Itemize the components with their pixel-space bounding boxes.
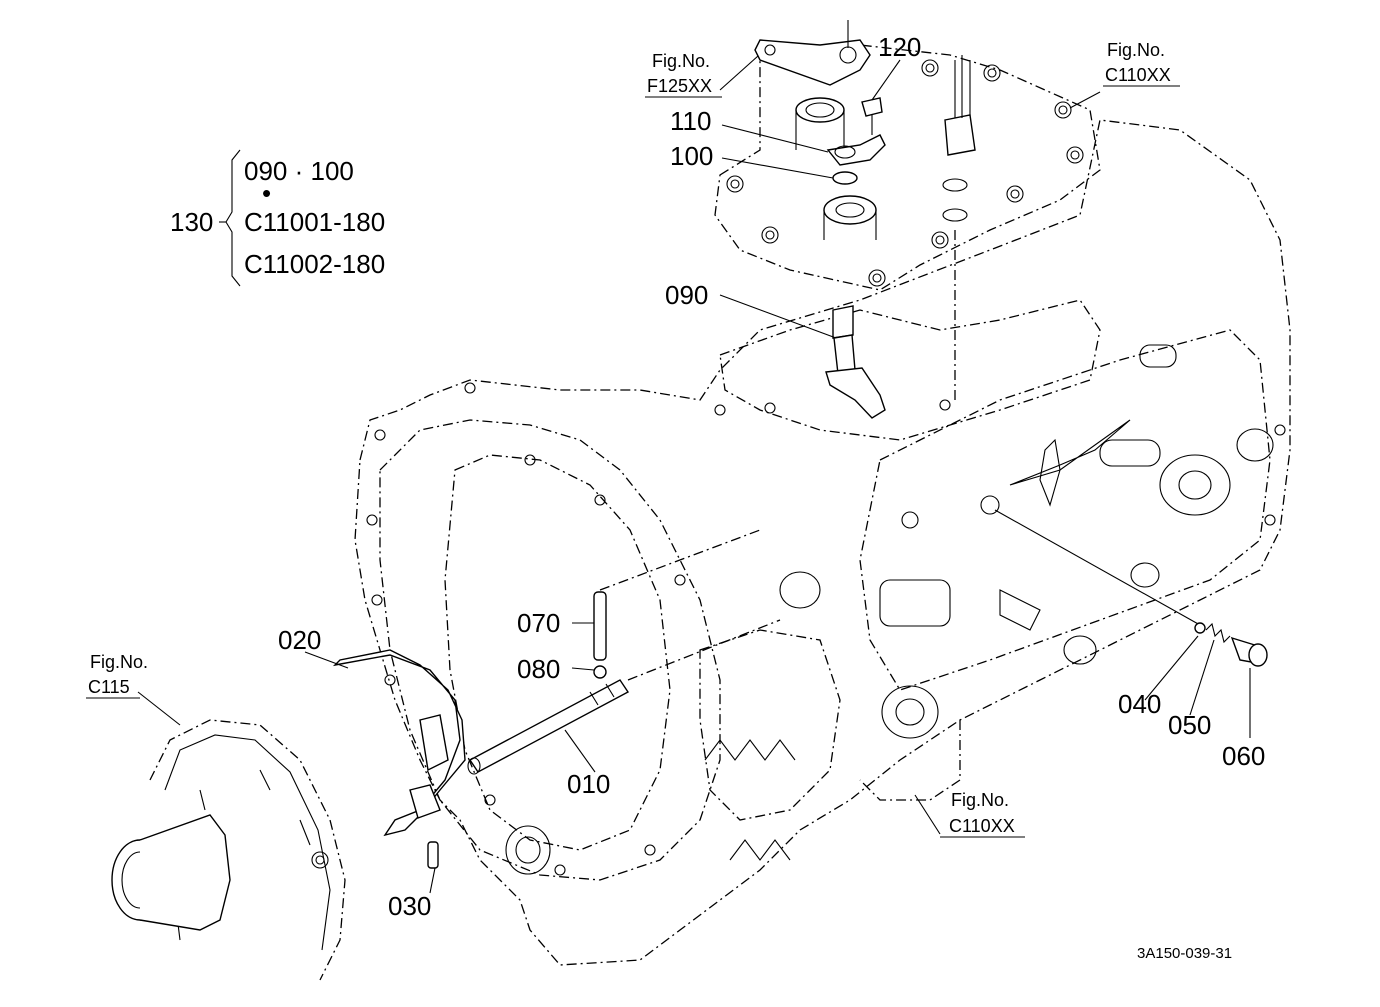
svg-text:C115: C115 (88, 677, 130, 697)
callout-030: 030 (388, 891, 431, 921)
svg-text:C110XX: C110XX (949, 816, 1015, 836)
top-cover-parts (726, 20, 1084, 419)
callout-090: 090 (665, 280, 708, 310)
callout-040: 040 (1118, 689, 1161, 719)
transmission-case (354, 44, 1291, 966)
callout-010: 010 (567, 769, 610, 799)
svg-text:Fig.No.: Fig.No. (652, 51, 710, 71)
callout-leaders (137, 55, 1251, 894)
svg-text:Fig.No.: Fig.No. (1107, 40, 1165, 60)
fig-ref-f125: Fig.No. F125XX (645, 51, 722, 98)
kit-dot: • (262, 178, 271, 208)
case-bolt-holes (366, 382, 1286, 876)
fig-ref-c110-bottom: Fig.No. C110XX (940, 790, 1025, 838)
kit-line-3: C11002-180 (244, 249, 385, 279)
fig-ref-c115: Fig.No. C115 (86, 652, 148, 699)
group-brace (225, 149, 241, 287)
kit-group: 130 090 · 100 • C11001-180 C11002-180 (170, 149, 385, 287)
svg-text:F125XX: F125XX (647, 76, 712, 96)
svg-text:C110XX: C110XX (1105, 65, 1171, 85)
figure-references: Fig.No. F125XX Fig.No. C110XX Fig.No. C1… (86, 40, 1180, 838)
fig-ref-c110-top: Fig.No. C110XX (1103, 40, 1180, 87)
callout-120: 120 (878, 32, 921, 62)
callout-050: 050 (1168, 710, 1211, 740)
part-callouts: 020 070 080 010 030 040 050 060 090 110 … (278, 32, 1265, 921)
callout-130: 130 (170, 207, 213, 237)
callout-060: 060 (1222, 741, 1265, 771)
callout-100: 100 (670, 141, 713, 171)
drawing-id: 3A150-039-31 (1137, 945, 1232, 962)
shift-shaft-assembly (332, 529, 781, 869)
front-cover-c115 (111, 719, 346, 981)
svg-text:Fig.No.: Fig.No. (90, 652, 148, 672)
callout-070: 070 (517, 608, 560, 638)
kit-line-2: C11001-180 (244, 207, 385, 237)
callout-110: 110 (670, 106, 711, 136)
kit-line-1: 090 · 100 (244, 156, 354, 186)
callout-080: 080 (517, 654, 560, 684)
detent-assembly (994, 509, 1268, 667)
svg-text:Fig.No.: Fig.No. (951, 790, 1009, 810)
callout-020: 020 (278, 625, 321, 655)
